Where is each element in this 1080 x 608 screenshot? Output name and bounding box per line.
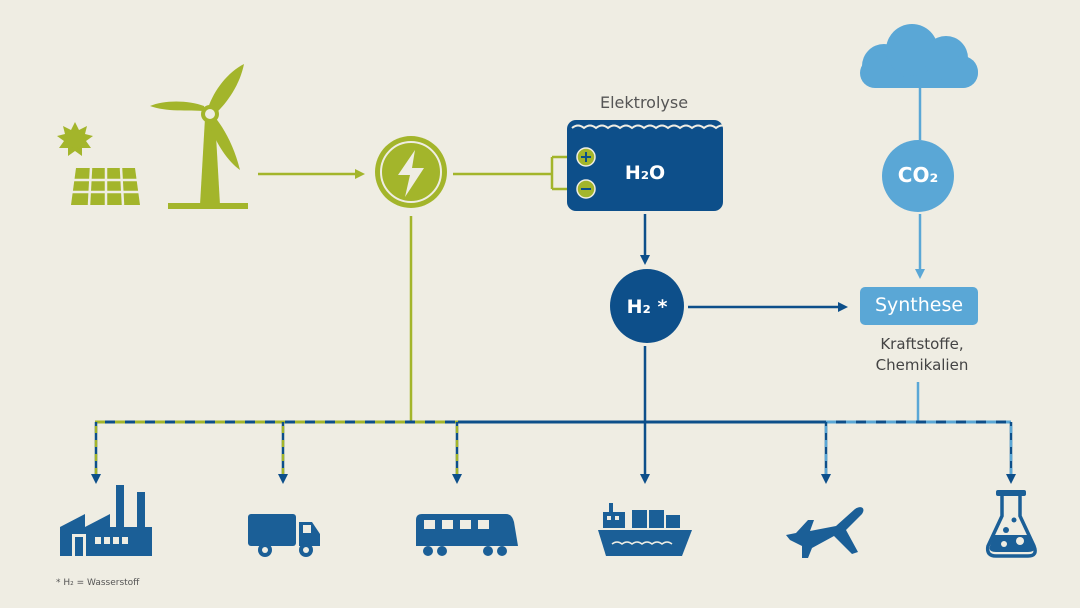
co2-node: [882, 140, 954, 212]
chemistry-flask-icon: [985, 490, 1037, 558]
wind-turbine-icon: [150, 64, 248, 209]
synthesis-label: Synthese: [874, 294, 964, 316]
water-label: H₂O: [624, 162, 666, 184]
train-icon: [416, 514, 518, 556]
hydrogen-node: [610, 269, 684, 343]
drop-lines: [91, 422, 1016, 484]
products-line-2: Chemikalien: [875, 356, 969, 374]
factory-icon: [60, 485, 152, 556]
co2-label: CO₂: [897, 163, 939, 187]
solar-panel-icon: [71, 167, 140, 206]
electrolysis-label: Elektrolyse: [600, 93, 689, 112]
footnote: * H₂ = Wasserstoff: [56, 578, 140, 588]
cloud-icon: [860, 24, 978, 88]
airplane-icon: [786, 507, 864, 558]
lightning-icon: [398, 150, 424, 197]
sun-icon: [57, 122, 93, 156]
hydrogen-label: H₂ *: [626, 296, 668, 318]
ship-icon: [598, 503, 692, 556]
synthesis-box: [860, 287, 978, 325]
truck-icon: [248, 514, 320, 557]
power-node: [375, 136, 447, 208]
products-line-1: Kraftstoffe,: [880, 335, 964, 353]
products-label: Kraftstoffe, Chemikalien: [852, 334, 992, 376]
electrolysis-tank: [567, 120, 729, 211]
